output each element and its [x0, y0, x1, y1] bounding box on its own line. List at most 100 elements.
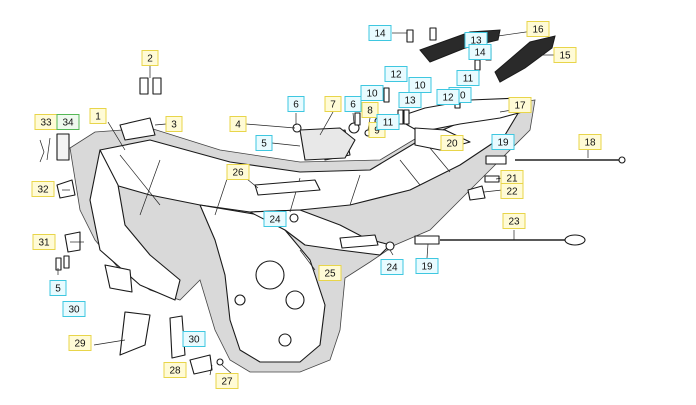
callout-number: 27 [221, 377, 233, 388]
callout-number: 6 [350, 100, 356, 111]
callout-number: 28 [169, 366, 181, 377]
callout-6: 6 [344, 96, 362, 112]
callout-16: 16 [526, 21, 550, 37]
callout-box [376, 114, 400, 130]
callout-box [368, 25, 392, 41]
callout-number: 1 [95, 112, 101, 123]
callout-32: 32 [31, 181, 55, 197]
callout-number: 32 [37, 185, 49, 196]
callout-10: 10 [408, 77, 432, 93]
callout-5: 5 [49, 280, 67, 296]
callout-box [287, 96, 305, 112]
callout-box [384, 66, 408, 82]
callout-2: 2 [141, 50, 159, 66]
seat-lock-cable [485, 155, 626, 165]
callout-14: 14 [368, 25, 392, 41]
callout-box [31, 181, 55, 197]
callout-box [456, 70, 480, 86]
callout-number: 13 [404, 96, 416, 107]
callout-12: 12 [384, 66, 408, 82]
callout-number: 5 [55, 284, 61, 295]
callout-box [163, 362, 187, 378]
callout-number: 7 [330, 100, 336, 111]
callout-23: 23 [502, 213, 526, 229]
callout-24: 24 [380, 259, 404, 275]
callout-number: 2 [147, 54, 153, 65]
callout-15: 15 [553, 47, 577, 63]
callout-7: 7 [324, 96, 342, 112]
callout-22: 22 [500, 183, 524, 199]
callout-number: 19 [421, 262, 433, 273]
callout-box [215, 373, 239, 389]
callout-28: 28 [163, 362, 187, 378]
callout-box [398, 92, 422, 108]
callout-number: 3 [171, 120, 177, 131]
callout-3: 3 [165, 116, 183, 132]
callout-number: 9 [374, 126, 380, 137]
callout-number: 24 [269, 215, 281, 226]
callout-box [56, 114, 80, 130]
callout-8: 8 [361, 102, 379, 118]
callout-11: 11 [376, 114, 400, 130]
callout-box [255, 135, 273, 151]
callout-box [318, 265, 342, 281]
release-cable [414, 234, 586, 246]
callout-18: 18 [578, 134, 602, 150]
callout-box [32, 234, 56, 250]
callout-19: 19 [415, 258, 439, 274]
callout-number: 12 [442, 93, 454, 104]
callout-26: 26 [226, 164, 250, 180]
callout-33: 33 [34, 114, 58, 130]
callout-box [440, 135, 464, 151]
callout-14: 14 [468, 44, 492, 60]
leader-lines [57, 29, 589, 376]
callout-number: 13 [470, 36, 482, 47]
callout-number: 10 [366, 89, 378, 100]
callout-box [468, 44, 492, 60]
callout-25: 25 [318, 265, 342, 281]
callout-number: 10 [414, 81, 426, 92]
callout-24: 24 [263, 211, 287, 227]
callout-number: 26 [232, 168, 244, 179]
callout-box [526, 21, 550, 37]
callout-30: 30 [182, 331, 206, 347]
callout-number: 18 [584, 138, 596, 149]
callout-29: 29 [68, 335, 92, 351]
callout-box [491, 134, 515, 150]
callout-12: 12 [436, 89, 460, 105]
callout-box [141, 50, 159, 66]
callout-number: 29 [74, 339, 86, 350]
callout-10: 10 [360, 85, 384, 101]
callout-box [508, 97, 532, 113]
callout-box [62, 301, 86, 317]
callout-number: 6 [293, 100, 299, 111]
callout-box [380, 259, 404, 275]
callout-4: 4 [229, 116, 247, 132]
callout-number: 4 [235, 120, 241, 131]
callout-13: 13 [398, 92, 422, 108]
callout-number: 10 [454, 91, 466, 102]
callout-31: 31 [32, 234, 56, 250]
callout-box [578, 134, 602, 150]
main-frame [89, 109, 521, 363]
callout-number: 23 [508, 217, 520, 228]
callout-box [229, 116, 247, 132]
callout-number: 17 [514, 101, 526, 112]
callout-number: 31 [38, 238, 50, 249]
callout-20: 20 [440, 135, 464, 151]
callout-5: 5 [255, 135, 273, 151]
callout-box [165, 116, 183, 132]
callout-number: 16 [532, 25, 544, 36]
callout-number: 30 [188, 335, 200, 346]
callout-30: 30 [62, 301, 86, 317]
callout-19: 19 [491, 134, 515, 150]
callout-box [502, 213, 526, 229]
callout-number: 25 [324, 269, 336, 280]
callout-34: 34 [56, 114, 80, 130]
callout-6: 6 [287, 96, 305, 112]
callout-number: 11 [383, 118, 394, 129]
rear-grab-rail-right [494, 35, 556, 83]
callout-number: 24 [386, 263, 398, 274]
callout-number: 34 [62, 118, 74, 129]
